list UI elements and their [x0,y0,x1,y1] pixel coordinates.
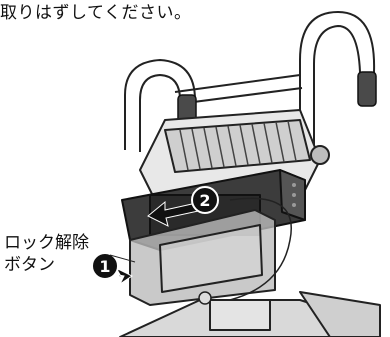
mount-bolt [198,291,212,305]
instruction-caption: 取りはずしてください。 [0,3,192,23]
step-1-badge: 1 [91,252,119,280]
angle-knob [310,145,330,165]
lock-release-label-line-1: ロック解除 [4,233,89,253]
label-leader-line [109,254,136,263]
handle-frame [124,10,376,170]
step-2-badge: 2 [191,186,219,214]
cable [229,197,292,301]
battery-pack [129,209,276,306]
status-leds [292,183,296,207]
heat-sink-fins [179,120,297,171]
step-1-number: 1 [99,257,110,276]
lock-release-label-line-2: ボタン [4,255,55,275]
step-2-number: 2 [199,191,210,210]
stand-base [119,291,381,337]
handle-grip-right [357,71,377,107]
